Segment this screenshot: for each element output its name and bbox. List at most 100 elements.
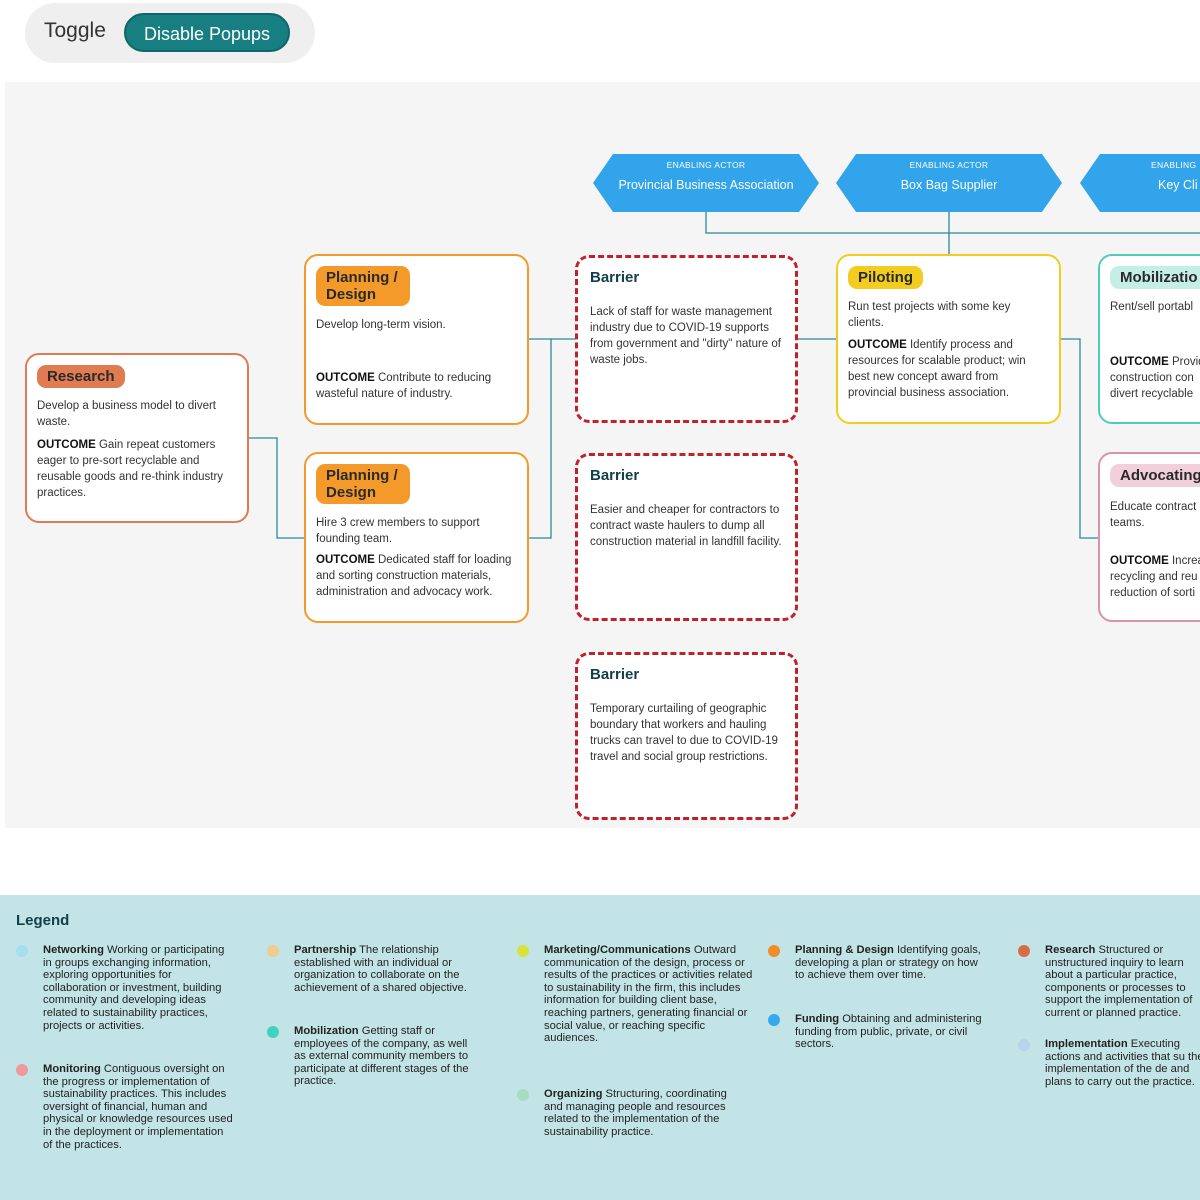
legend-term: Mobilization	[294, 1025, 359, 1037]
outcome-label: OUTCOME	[316, 372, 375, 384]
legend-item-organizing: Organizing Structuring, coordinating and…	[517, 1088, 734, 1138]
funding-dot-icon	[768, 1014, 780, 1026]
actor-provincial-business-association[interactable]: ENABLING ACTOR Provincial Business Assoc…	[593, 154, 819, 212]
legend-term: Organizing	[544, 1088, 603, 1100]
card-planning-design-vision[interactable]: Planning / Design Develop long-term visi…	[304, 254, 529, 425]
legend-text: The relationship established with an ind…	[294, 944, 467, 994]
card-outcome: OUTCOME Gain repeat customers eager to p…	[37, 437, 237, 501]
barrier-text: Temporary curtailing of geographic bound…	[590, 703, 778, 763]
tag-research: Research	[37, 365, 125, 388]
tag-piloting: Piloting	[848, 266, 923, 289]
organizing-dot-icon	[517, 1089, 529, 1101]
marketing-dot-icon	[517, 945, 529, 957]
legend-text: Executing actions and activities that su…	[1045, 1038, 1200, 1088]
legend-term: Networking	[43, 944, 104, 956]
outcome-text: Gain repeat customers eager to pre-sort …	[37, 439, 224, 499]
card-description: Run test projects with some key clients.	[848, 301, 1011, 329]
outcome-text: Dedicated staff for loading and sorting …	[316, 554, 512, 598]
legend-text: Structured or unstructured inquiry to le…	[1045, 944, 1193, 1019]
legend-term: Funding	[795, 1013, 840, 1025]
connector-planning-bracket	[528, 338, 552, 539]
networking-dot-icon	[16, 945, 28, 957]
card-outcome: OUTCOME Contribute to reducing wasteful …	[316, 370, 517, 402]
connector-research-planning	[248, 437, 305, 539]
legend-item-monitoring: Monitoring Contiguous oversight on the p…	[16, 1063, 233, 1151]
legend-term: Implementation	[1045, 1038, 1128, 1050]
card-description: Develop a business model to divert waste…	[37, 400, 216, 428]
mobilization-dot-icon	[267, 1026, 279, 1038]
description-line: teams.	[1110, 517, 1145, 529]
legend-item-mobilization: Mobilization Getting staff or employees …	[267, 1025, 474, 1088]
connector-lines	[248, 212, 1200, 539]
card-outcome: OUTCOME Dedicated staff for loading and …	[316, 552, 517, 600]
outcome-label: OUTCOME	[1110, 356, 1169, 368]
legend-item-networking: Networking Working or participating in g…	[16, 944, 233, 1032]
actor-box-bag-supplier[interactable]: ENABLING ACTOR Box Bag Supplier	[836, 154, 1062, 212]
legend-item-research: Research Structured or unstructured inqu…	[1018, 944, 1200, 1020]
actor-type: ENABLING ACTOR	[666, 160, 746, 170]
legend-text: Working or participating in groups excha…	[43, 944, 225, 1032]
outcome-text: construction con	[1110, 372, 1194, 384]
card-planning-design-hire[interactable]: Planning / Design Hire 3 crew members to…	[304, 452, 529, 623]
actor-key-client[interactable]: ENABLING Key Cli	[1080, 154, 1200, 212]
connector-actor-bus	[705, 212, 1200, 234]
legend-text: Contiguous oversight on the progress or …	[43, 1063, 233, 1151]
legend-item-planning-design: Planning & Design Identifying goals, dev…	[768, 944, 985, 982]
outcome-text: recycling and reu	[1110, 571, 1198, 583]
card-advocating[interactable]: Advocating Educate contract teams. OUTCO…	[1098, 452, 1200, 622]
actor-name: Provincial Business Association	[618, 178, 794, 192]
tag-planning-design: Planning / Design	[316, 464, 410, 504]
card-outcome: OUTCOME Identify process and resources f…	[848, 337, 1049, 401]
legend-item-funding: Funding Obtaining and administering fund…	[768, 1013, 985, 1051]
diagram-canvas[interactable]: ENABLING ACTOR Provincial Business Assoc…	[5, 82, 1200, 828]
card-outcome: OUTCOME Increa recycling and reu reducti…	[1110, 553, 1200, 601]
actor-type: ENABLING ACTOR	[909, 160, 989, 170]
card-description: Develop long-term vision.	[316, 319, 446, 331]
tag-planning-design: Planning / Design	[316, 266, 410, 306]
card-research[interactable]: Research Develop a business model to div…	[25, 353, 249, 523]
legend-text: Structuring, coordinating and managing p…	[544, 1088, 727, 1138]
outcome-label: OUTCOME	[848, 339, 907, 351]
tag-mobilization: Mobilizatio	[1110, 266, 1200, 289]
outcome-text: Increa	[1171, 555, 1200, 567]
outcome-label: OUTCOME	[316, 554, 375, 566]
outcome-text: divert recyclable	[1110, 388, 1194, 400]
description-line: Educate contract	[1110, 501, 1197, 513]
actor-name: Box Bag Supplier	[900, 178, 998, 192]
card-description: Rent/sell portabl	[1110, 301, 1194, 313]
implementation-dot-icon	[1018, 1039, 1030, 1051]
card-description: Educate contract teams.	[1110, 499, 1200, 531]
legend-term: Research	[1045, 944, 1096, 956]
planning-design-dot-icon	[768, 945, 780, 957]
card-piloting[interactable]: Piloting Run test projects with some key…	[836, 254, 1061, 424]
legend-term: Partnership	[294, 944, 357, 956]
outcome-label: OUTCOME	[1110, 555, 1169, 567]
barrier-title: Barrier	[590, 666, 640, 683]
legend-text: Identifying goals, developing a plan or …	[795, 944, 981, 982]
legend-text: Getting staff or employees of the compan…	[294, 1025, 469, 1088]
legend-title: Legend	[16, 912, 70, 929]
barrier-card[interactable]: Barrier Easier and cheaper for contracto…	[575, 453, 798, 621]
partnership-dot-icon	[267, 945, 279, 957]
legend-term: Marketing/Communications	[544, 944, 691, 956]
legend-term: Monitoring	[43, 1063, 101, 1075]
connector-piloting-advocating	[1060, 338, 1098, 539]
toggle-bar: Toggle Disable Popups	[25, 3, 315, 63]
actor-name: Key Cli	[1158, 178, 1198, 192]
legend-item-implementation: Implementation Executing actions and act…	[1018, 1038, 1200, 1088]
barrier-text: Easier and cheaper for contractors to co…	[590, 504, 782, 548]
card-outcome: OUTCOME Provid construction con divert r…	[1110, 354, 1200, 402]
card-mobilization[interactable]: Mobilizatio Rent/sell portabl OUTCOME Pr…	[1098, 254, 1200, 424]
tag-advocating: Advocating	[1110, 464, 1200, 487]
legend-text: Obtaining and administering funding from…	[795, 1013, 982, 1051]
legend-item-partnership: Partnership The relationship established…	[267, 944, 484, 994]
toggle-label: Toggle	[44, 19, 106, 42]
barrier-card[interactable]: Barrier Lack of staff for waste manageme…	[575, 255, 798, 423]
barrier-title: Barrier	[590, 269, 640, 286]
outcome-text: Provid	[1171, 356, 1200, 368]
legend-text: Outward communication of the design, pro…	[544, 944, 753, 1045]
disable-popups-button[interactable]: Disable Popups	[124, 13, 290, 52]
barrier-title: Barrier	[590, 467, 640, 484]
outcome-text: Contribute to reducing wasteful nature o…	[316, 372, 492, 400]
barrier-card[interactable]: Barrier Temporary curtailing of geograph…	[575, 652, 798, 820]
